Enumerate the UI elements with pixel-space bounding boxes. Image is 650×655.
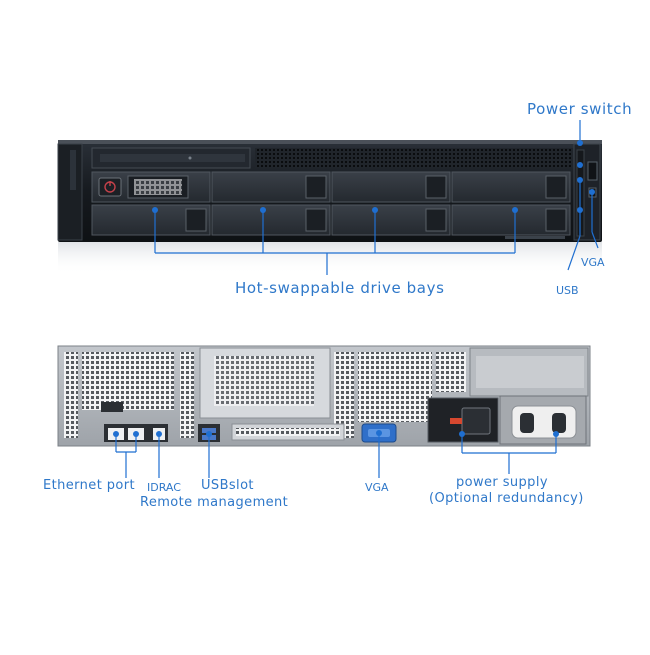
- label-idrac: IDRAC: [147, 481, 181, 494]
- front-reflection: [58, 240, 602, 274]
- front-server-chassis: [57, 140, 602, 274]
- label-vga-rear: VGA: [365, 481, 389, 494]
- rear-server-chassis: [57, 345, 591, 447]
- left-rack-ear: [57, 143, 83, 241]
- label-power-supply: power supply: [456, 475, 548, 490]
- label-remote-management: Remote management: [140, 495, 289, 510]
- power-socket-icon: [461, 407, 491, 435]
- label-usb-slot: USBslot: [201, 478, 254, 493]
- vga-port-icon[interactable]: [587, 161, 598, 181]
- label-power-switch: Power switch: [527, 100, 633, 118]
- drive-bays: [91, 171, 571, 239]
- label-vga-front: VGA: [581, 256, 605, 269]
- label-usb-front: USB: [556, 284, 579, 297]
- rear-vent: [82, 352, 174, 410]
- label-hot-swappable-drive-bays: Hot-swappable drive bays: [235, 279, 445, 297]
- label-optional-redundancy: (Optional redundancy): [429, 491, 584, 506]
- front-vent: [255, 148, 573, 168]
- front-callouts: [152, 120, 599, 275]
- rear-callouts: [113, 430, 559, 478]
- power-button-icon[interactable]: [104, 181, 116, 193]
- label-ethernet-port: Ethernet port: [43, 478, 135, 493]
